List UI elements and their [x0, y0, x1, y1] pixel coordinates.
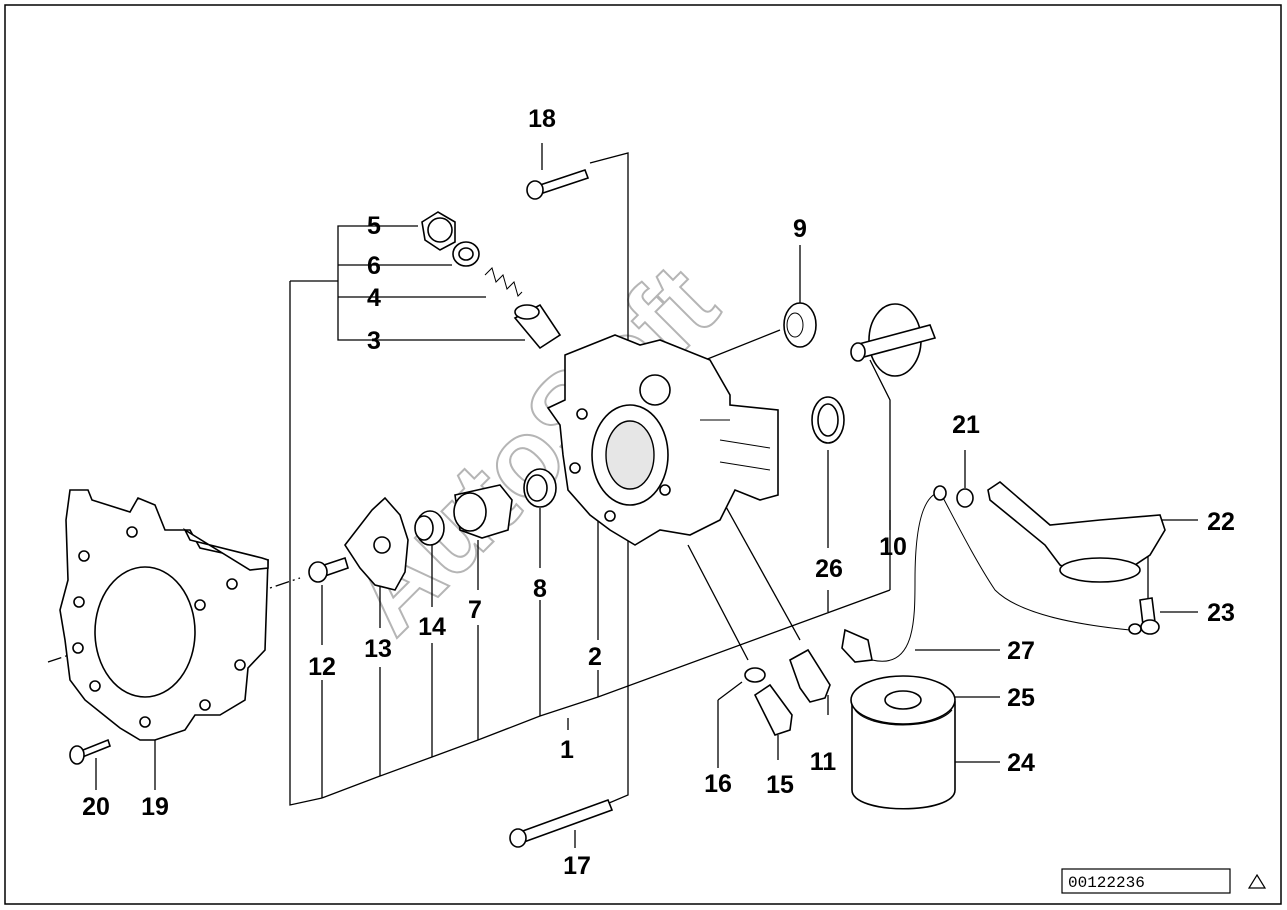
spring-4 — [484, 267, 523, 297]
fitting-15 — [753, 683, 793, 736]
document-number-box: 00122236 — [1061, 868, 1231, 894]
warning-triangle-icon — [1247, 873, 1267, 889]
callout-2: 2 — [588, 643, 602, 671]
callout-25: 25 — [1007, 684, 1035, 712]
callout-27: 27 — [1007, 637, 1035, 665]
gear-9 — [783, 302, 817, 348]
callout-20: 20 — [82, 793, 110, 821]
callout-4: 4 — [367, 284, 381, 312]
gasket-plate — [59, 489, 269, 741]
bolt-17 — [509, 798, 614, 848]
bolt-23 — [1139, 597, 1160, 635]
callouts: 1 2 3 4 5 6 7 8 9 10 11 12 13 14 15 16 1… — [82, 105, 1235, 880]
callout-3: 3 — [367, 327, 381, 355]
callout-1: 1 — [560, 736, 574, 764]
callout-26: 26 — [815, 555, 843, 583]
callout-23: 23 — [1207, 599, 1235, 627]
document-number: 00122236 — [1068, 874, 1145, 892]
ring-6 — [452, 241, 480, 267]
pump-rotor — [344, 496, 409, 591]
callout-21: 21 — [952, 411, 980, 439]
oil-pickup-22 — [987, 480, 1166, 583]
pump-housing — [546, 334, 779, 546]
callout-11: 11 — [810, 748, 837, 776]
gear-shaft-10 — [850, 303, 937, 377]
oil-filter — [850, 675, 956, 810]
callout-19: 19 — [141, 793, 169, 821]
callout-15: 15 — [766, 771, 794, 799]
oring-8 — [523, 468, 557, 508]
switch-11 — [789, 648, 831, 703]
callout-5: 5 — [367, 212, 381, 240]
callout-17: 17 — [563, 852, 591, 880]
piston-3 — [513, 303, 562, 350]
callout-22: 22 — [1207, 508, 1235, 536]
callout-7: 7 — [468, 596, 482, 624]
plug-5 — [421, 211, 456, 251]
callout-16: 16 — [704, 770, 732, 798]
callout-18: 18 — [528, 105, 556, 133]
washer-21 — [956, 488, 974, 508]
callout-12: 12 — [308, 653, 336, 681]
callout-8: 8 — [533, 575, 547, 603]
callout-9: 9 — [793, 215, 807, 243]
callout-24: 24 — [1007, 749, 1035, 777]
callout-10: 10 — [879, 533, 907, 561]
seal-7 — [453, 484, 513, 539]
bolt-20 — [69, 738, 111, 765]
bolt-12 — [308, 556, 349, 583]
washer-16 — [744, 667, 766, 683]
oring-26 — [811, 396, 845, 444]
ring-14 — [414, 510, 445, 546]
sensor-27 — [841, 485, 1142, 663]
callout-13: 13 — [364, 635, 392, 663]
bolt-18 — [526, 168, 590, 200]
callout-6: 6 — [367, 252, 381, 280]
callout-14: 14 — [418, 613, 446, 641]
